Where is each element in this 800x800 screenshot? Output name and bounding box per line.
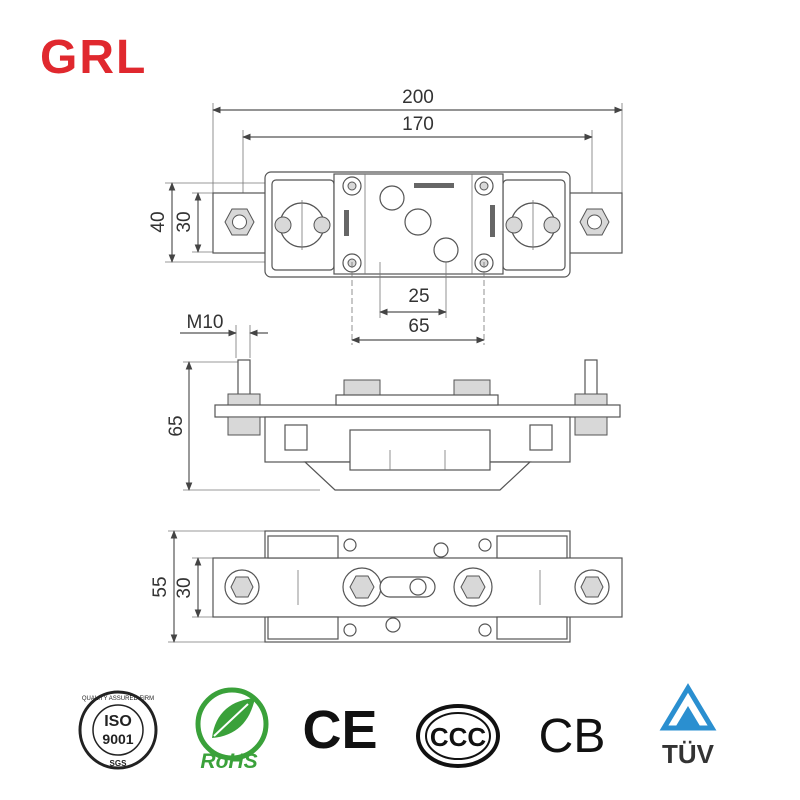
dim-40-label: 40 bbox=[148, 211, 169, 232]
side-bar bbox=[214, 404, 621, 418]
dim-65-side-label: 65 bbox=[166, 415, 187, 436]
dim-200-label: 200 bbox=[402, 87, 434, 108]
dim-30-label: 30 bbox=[174, 211, 195, 232]
certification-row: ISO 9001 QUALITY ASSURED FIRM SGS RoHS C… bbox=[78, 683, 717, 773]
dim-25-label: 25 bbox=[408, 286, 429, 307]
dim-65-label: 65 bbox=[408, 316, 429, 337]
tuv-icon: TÜV bbox=[659, 683, 717, 769]
svg-text:QUALITY ASSURED FIRM: QUALITY ASSURED FIRM bbox=[82, 696, 154, 702]
side-view: M10 65 bbox=[166, 312, 621, 491]
svg-text:CB: CB bbox=[539, 710, 606, 763]
dim-30-bottom-label: 30 bbox=[174, 577, 195, 598]
svg-text:9001: 9001 bbox=[102, 731, 133, 747]
iso9001-icon: ISO 9001 QUALITY ASSURED FIRM SGS bbox=[78, 690, 158, 770]
bottom-view: 55 30 bbox=[150, 530, 623, 643]
svg-text:CCC: CCC bbox=[430, 722, 487, 752]
svg-text:RoHS: RoHS bbox=[200, 750, 257, 773]
dim-55-label: 55 bbox=[150, 576, 171, 597]
top-view: 200 170 40 30 bbox=[148, 87, 623, 345]
dim-170-label: 170 bbox=[402, 114, 434, 135]
svg-text:CE: CE bbox=[302, 700, 377, 760]
rohs-icon: RoHS bbox=[195, 687, 269, 773]
svg-text:TÜV: TÜV bbox=[662, 739, 715, 769]
cb-icon: CB bbox=[539, 710, 606, 763]
ce-icon: CE bbox=[302, 700, 377, 760]
ccc-icon: CCC bbox=[416, 704, 500, 768]
dim-m10-label: M10 bbox=[187, 312, 224, 333]
svg-text:ISO: ISO bbox=[104, 713, 132, 730]
svg-text:SGS: SGS bbox=[110, 759, 128, 768]
brand-logo: GRL bbox=[40, 31, 148, 84]
